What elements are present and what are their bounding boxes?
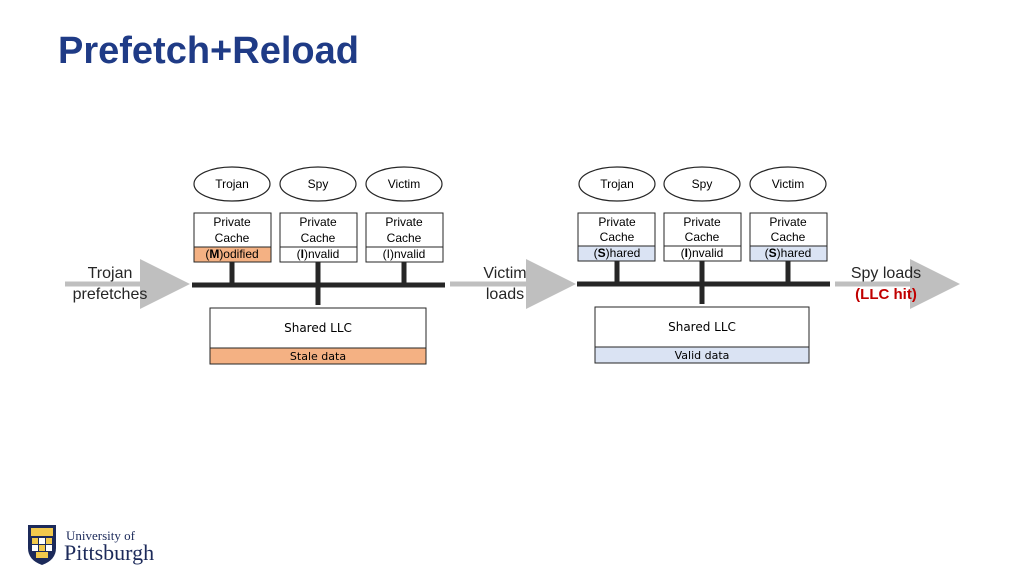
svg-text:Cache: Cache xyxy=(600,230,635,244)
slide-title: Prefetch+Reload xyxy=(58,30,359,72)
left-llc-label: Shared LLC xyxy=(284,321,352,335)
logo-text-university-of: University of xyxy=(66,528,135,543)
svg-text:Private: Private xyxy=(683,215,721,229)
svg-text:Cache: Cache xyxy=(301,231,336,245)
right-cache-1: Private Cache (S)hared xyxy=(577,212,656,262)
right-process-spy-ellipse xyxy=(663,166,741,202)
left-cache-3: Private Cache (I)nvalid xyxy=(365,212,444,263)
right-process-trojan-ellipse xyxy=(578,166,656,202)
right-process-victim-ellipse xyxy=(749,166,827,202)
svg-text:Cache: Cache xyxy=(771,230,806,244)
svg-text:Cache: Cache xyxy=(215,231,250,245)
right-cache-2: Private Cache (I)nvalid xyxy=(663,212,742,262)
right-llc-label: Shared LLC xyxy=(668,320,736,334)
right-process-spy-label: Spy xyxy=(692,177,713,191)
right-process-victim-label: Victim xyxy=(772,177,804,191)
left-process-victim-label: Victim xyxy=(388,177,420,191)
right-cache-3-state: (S)hared xyxy=(765,246,812,260)
step-spy-line1: Spy loads xyxy=(851,265,921,282)
left-llc-data-box xyxy=(209,347,427,365)
step-trojan-line1: Trojan xyxy=(88,265,133,282)
svg-text:Cache: Cache xyxy=(387,231,422,245)
left-process-spy-ellipse xyxy=(279,166,357,202)
left-process-trojan-label: Trojan xyxy=(215,177,249,191)
right-panel: Trojan Spy Victim Private Cache (S)hared… xyxy=(577,166,830,364)
svg-text:Private: Private xyxy=(598,215,636,229)
left-process-trojan-ellipse xyxy=(193,166,271,202)
left-cache-2-state: (I)nvalid xyxy=(297,247,340,261)
right-process-trojan-label: Trojan xyxy=(600,177,634,191)
svg-text:Private: Private xyxy=(769,215,807,229)
left-llc-data-label: Stale data xyxy=(290,350,346,363)
left-cache-2: Private Cache (I)nvalid xyxy=(279,212,358,263)
right-llc-data-box xyxy=(594,346,810,364)
left-panel: Trojan Spy Victim Private Cache (M)odifi… xyxy=(192,166,445,365)
step-victim-line1: Victim xyxy=(483,265,526,282)
step-spy-line2: (LLC hit) xyxy=(855,286,917,303)
svg-text:Private: Private xyxy=(299,215,337,229)
left-cache-1: Private Cache (M)odified xyxy=(193,212,272,263)
right-llc-data-label: Valid data xyxy=(675,349,730,362)
svg-text:Private: Private xyxy=(213,215,251,229)
right-cache-1-state: (S)hared xyxy=(594,246,641,260)
left-process-victim-ellipse xyxy=(365,166,443,202)
step-trojan-line2: prefetches xyxy=(73,286,148,303)
svg-text:Private: Private xyxy=(385,215,423,229)
right-cache-2-state: (I)nvalid xyxy=(681,246,724,260)
left-process-spy-label: Spy xyxy=(308,177,329,191)
left-cache-1-state: (M)odified xyxy=(205,247,258,261)
right-cache-3: Private Cache (S)hared xyxy=(749,212,828,262)
university-shield-icon xyxy=(28,525,56,565)
logo-text-pittsburgh: Pittsburgh xyxy=(64,540,155,565)
svg-text:Cache: Cache xyxy=(685,230,720,244)
step-victim-line2: loads xyxy=(486,286,524,303)
left-cache-3-state: (I)nvalid xyxy=(383,247,426,261)
